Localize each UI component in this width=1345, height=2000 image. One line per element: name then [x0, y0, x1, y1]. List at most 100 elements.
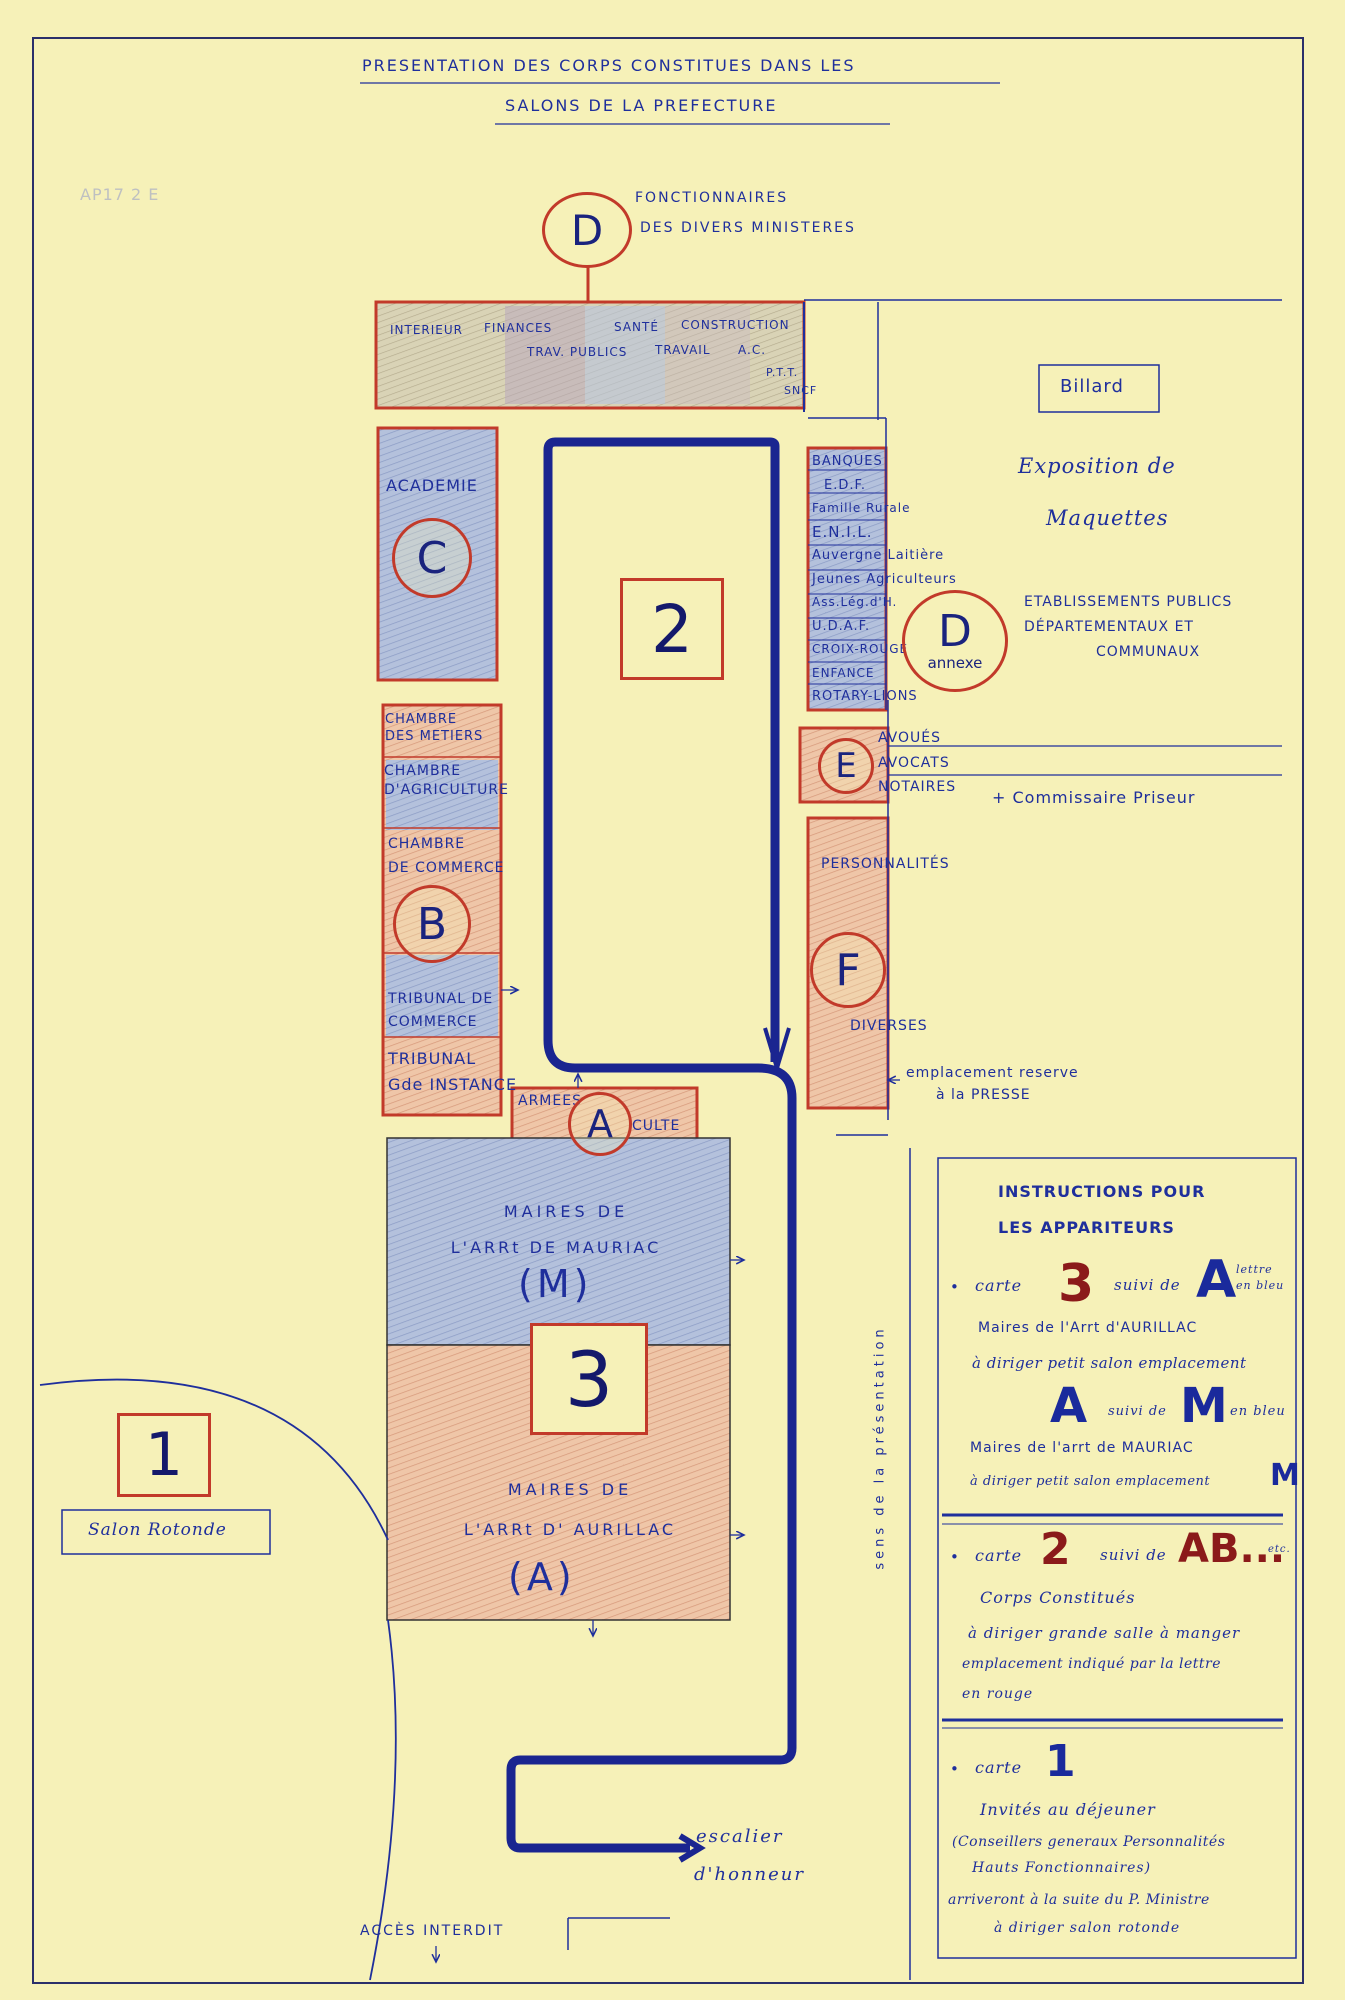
notaires-label: NOTAIRES	[878, 779, 957, 795]
mauriac-label: MAIRES DE L'ARRt DE MAURIAC	[450, 1202, 662, 1257]
s3-line1: Invités au déjeuner	[980, 1800, 1156, 1819]
archive-stamp: AP17 2 E	[80, 185, 160, 204]
culte-label: CULTE	[632, 1118, 681, 1134]
s1-letter-a-second: A	[1050, 1378, 1089, 1434]
list-item: CROIX-ROUGE	[812, 642, 909, 656]
aurillac-code: (A)	[508, 1555, 576, 1599]
salon-rotonde-box	[61, 1509, 271, 1555]
s1-letter-m-end: M	[1270, 1458, 1301, 1493]
ministry-construction: CONSTRUCTION	[681, 318, 790, 332]
s2-line3: emplacement indiqué par la lettre	[962, 1656, 1221, 1672]
s3-line3: Hauts Fonctionnaires)	[972, 1860, 1152, 1876]
s2-carte: carte	[975, 1546, 1023, 1565]
ministry-interieur: INTERIEUR	[390, 323, 464, 337]
bullet-3: •	[950, 1760, 960, 1778]
sens-presentation-label: sens de la présentation	[872, 1325, 888, 1570]
list-item: BANQUES	[812, 454, 883, 469]
d-label-line1: FONCTIONNAIRES	[635, 190, 789, 206]
instructions-title-line1: INSTRUCTIONS POUR	[998, 1182, 1206, 1201]
s3-line2: (Conseillers generaux Personnalités	[952, 1834, 1226, 1850]
instructions-title-line2: LES APPARITEURS	[998, 1218, 1175, 1237]
etablissements-label: ETABLISSEMENTS PUBLICS DÉPARTEMENTAUX ET…	[1024, 594, 1233, 660]
s1-line4: à diriger petit salon emplacement	[970, 1474, 1211, 1489]
mauriac-code: (M)	[518, 1262, 593, 1306]
s2-etc: etc.	[1268, 1544, 1291, 1555]
ministry-sante: SANTÉ	[614, 320, 659, 334]
s2-line1: Corps Constitués	[980, 1588, 1136, 1607]
academie-label: ACADEMIE	[386, 476, 478, 495]
salon-1-marker: 1	[117, 1413, 211, 1497]
list-item: Ass.Lég.d'H.	[812, 595, 898, 609]
bullet-2: •	[950, 1548, 960, 1566]
block-mauriac	[386, 1137, 731, 1346]
s1-carte: carte	[975, 1276, 1023, 1295]
s1-card-number: 3	[1058, 1254, 1096, 1314]
marker-f: F	[810, 932, 886, 1008]
list-item: E.D.F.	[824, 477, 867, 493]
billard-label: Billard	[1060, 376, 1124, 397]
s1-line1: Maires de l'Arrt d'AURILLAC	[978, 1320, 1198, 1336]
list-item: Auvergne Laitière	[812, 548, 945, 563]
s1-suivi-second: suivi de	[1108, 1404, 1167, 1419]
list-item: ROTARY-LIONS	[812, 689, 918, 704]
billard-box	[1038, 364, 1160, 413]
s3-line5: à diriger salon rotonde	[994, 1920, 1181, 1936]
armees-label: ARMEES	[518, 1093, 582, 1109]
s3-carte: carte	[975, 1758, 1023, 1777]
s2-suivi: suivi de	[1100, 1546, 1167, 1564]
commissaire-label: + Commissaire Priseur	[992, 788, 1196, 807]
salon-3-marker: 3	[530, 1323, 648, 1435]
d-label-line2: DES DIVERS MINISTERES	[640, 220, 856, 236]
s1-suivi: suivi de	[1114, 1276, 1181, 1294]
s2-line4: en rouge	[962, 1686, 1034, 1702]
bullet-1: •	[950, 1278, 960, 1296]
s1-line2: à diriger petit salon emplacement	[972, 1354, 1247, 1372]
s3-card-number: 1	[1045, 1736, 1077, 1787]
acces-interdit-label: ACCÈS INTERDIT	[360, 1923, 505, 1939]
presentation-route	[506, 437, 797, 1853]
right-list: BANQUES E.D.F. Famille Rurale E.N.I.L. A…	[812, 450, 957, 709]
list-item: ENFANCE	[812, 665, 875, 680]
list-item: Jeunes Agriculteurs	[812, 571, 957, 587]
s1-letter-a: A	[1196, 1250, 1238, 1310]
marker-e: E	[818, 738, 874, 794]
diverses-label: DIVERSES	[850, 1018, 928, 1034]
ministry-sncf: SNCF	[784, 384, 818, 397]
page-title-line1: PRESENTATION DES CORPS CONSTITUES DANS L…	[362, 56, 856, 75]
ministry-ac: A.C.	[738, 343, 767, 357]
s1-en-bleu: en bleu	[1230, 1404, 1286, 1419]
salon-2-marker: 2	[620, 578, 724, 680]
list-item: U.D.A.F.	[812, 618, 871, 634]
s3-line4: arriveront à la suite du P. Ministre	[948, 1892, 1210, 1908]
marker-d: D	[542, 192, 632, 268]
ministry-travail: TRAVAIL	[655, 343, 711, 357]
page-border	[32, 37, 1304, 1984]
s2-card-number: 2	[1040, 1524, 1072, 1575]
marker-b: B	[393, 885, 471, 963]
s1-letter-m: M	[1180, 1378, 1229, 1434]
marker-c: C	[392, 518, 472, 598]
ministry-travaux-publics: TRAV. PUBLICS	[527, 345, 628, 359]
list-item: E.N.I.L.	[812, 522, 873, 541]
list-item: Famille Rurale	[812, 501, 911, 515]
marker-d-annexe: D annexe	[902, 590, 1008, 692]
personnalites-label: PERSONNALITÉS	[821, 856, 950, 872]
page-title-line2: SALONS DE LA PREFECTURE	[505, 96, 778, 115]
s2-letters: AB...	[1178, 1526, 1286, 1572]
ministry-finances: FINANCES	[484, 321, 553, 335]
block-right-list	[806, 446, 888, 712]
s1-line3: Maires de l'arrt de MAURIAC	[970, 1440, 1194, 1456]
s2-line2: à diriger grande salle à manger	[968, 1624, 1241, 1642]
salon-rotonde-label: Salon Rotonde	[88, 1520, 227, 1540]
